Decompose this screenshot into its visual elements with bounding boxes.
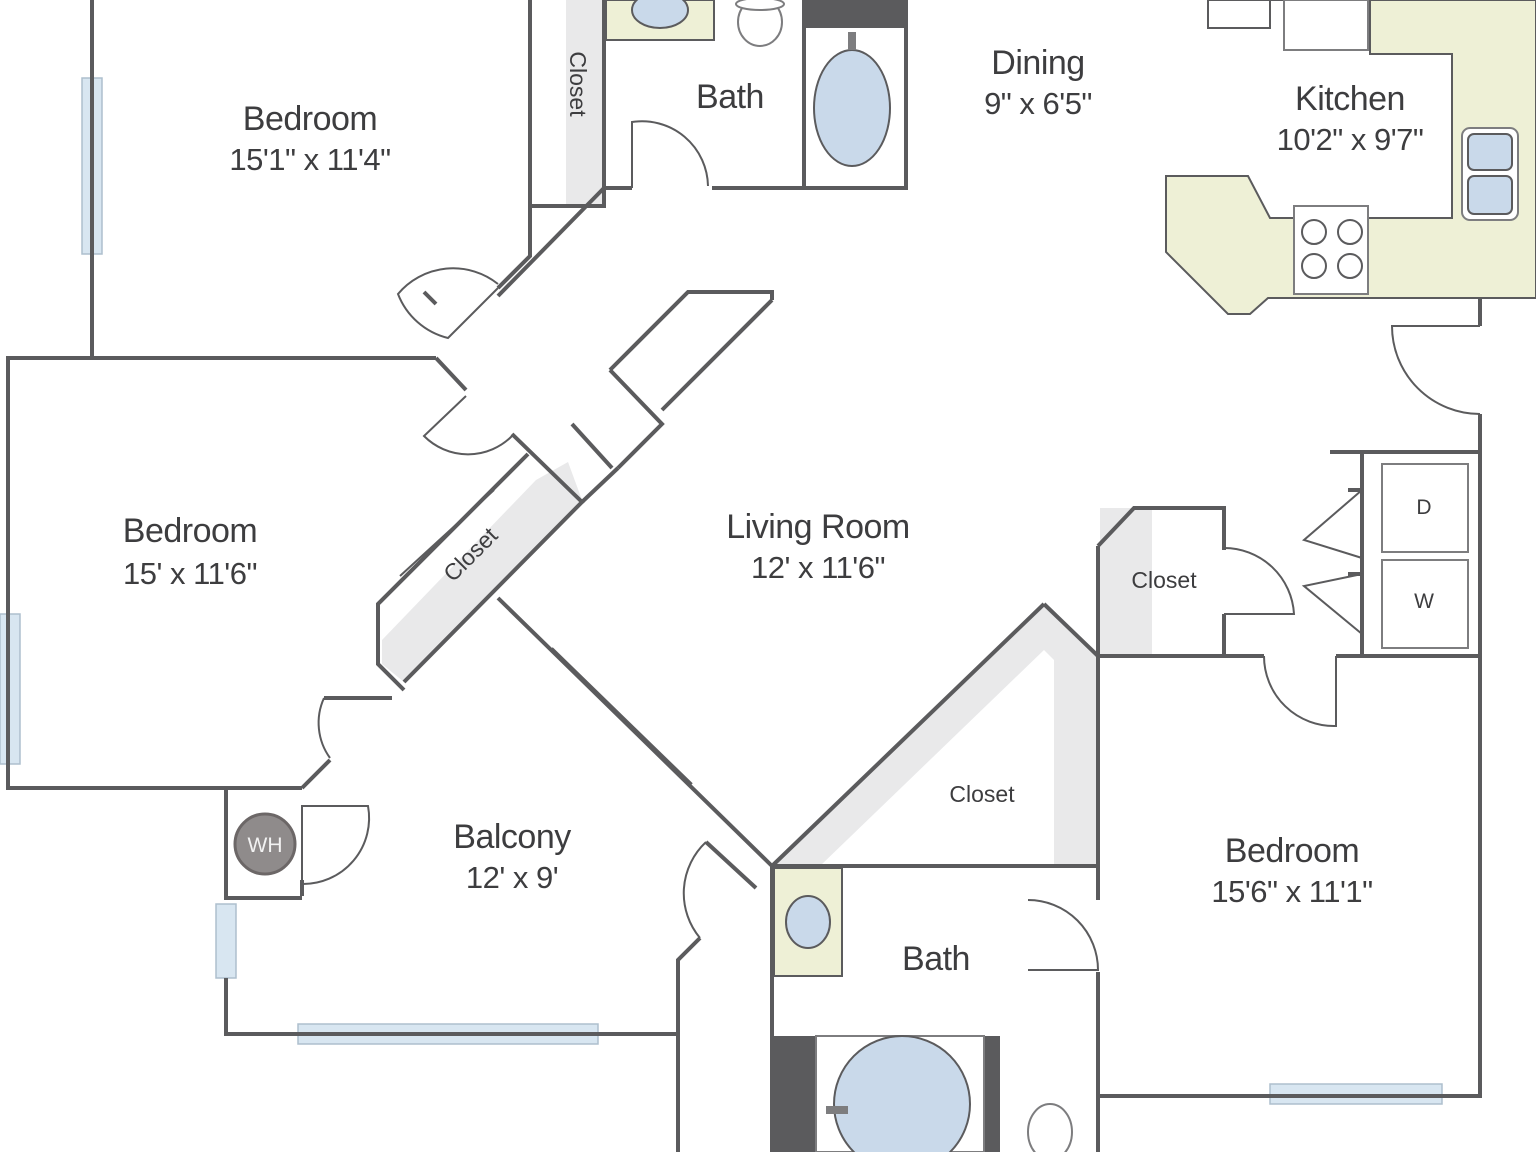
faucet bbox=[826, 1106, 848, 1114]
water-heater-icon bbox=[233, 812, 297, 876]
toilet-icon bbox=[1027, 1103, 1073, 1152]
washer-icon bbox=[1381, 559, 1469, 649]
window-icon bbox=[215, 903, 237, 979]
room-dims: 9" x 6'5" bbox=[984, 86, 1092, 121]
kitchen-counters bbox=[1165, 0, 1536, 315]
water-heater-label: WH bbox=[248, 834, 283, 857]
sink-icon bbox=[631, 0, 689, 29]
closet-fills bbox=[382, 0, 1152, 866]
door-swing-icon bbox=[1223, 546, 1296, 615]
door-swing-icon bbox=[682, 841, 707, 939]
dryer-label: D bbox=[1416, 496, 1431, 519]
room-name: Balcony bbox=[453, 818, 571, 856]
stove-icon bbox=[1293, 205, 1369, 295]
tub-edge bbox=[772, 1036, 816, 1152]
closet-label: Closet bbox=[565, 51, 591, 117]
closet-label: Closet bbox=[949, 781, 1015, 807]
left-closet-fill bbox=[382, 462, 582, 682]
tub-edge bbox=[804, 0, 906, 28]
top-closet-fill bbox=[566, 0, 602, 205]
kitchen-counter bbox=[1165, 0, 1536, 315]
door-swing-icon bbox=[1301, 489, 1363, 559]
door-swing-icon bbox=[631, 120, 709, 188]
sliding-door bbox=[399, 489, 495, 577]
washer-label: W bbox=[1414, 590, 1434, 613]
closet-label: Closet bbox=[1131, 567, 1197, 593]
door-swing-icon bbox=[301, 805, 371, 886]
dryer-icon bbox=[1381, 463, 1469, 553]
door-swing-icon bbox=[422, 395, 513, 456]
door-swing-icon bbox=[1301, 573, 1363, 635]
room-dims: 15'1" x 11'4" bbox=[229, 142, 390, 177]
room-dims: 12' x 9' bbox=[466, 860, 558, 895]
room-dims: 12' x 11'6" bbox=[751, 550, 885, 585]
refrigerator-icon bbox=[1283, 0, 1369, 51]
door-swing-icon bbox=[317, 697, 331, 759]
sink-icon bbox=[1461, 127, 1519, 221]
door-swing-icon bbox=[1027, 899, 1100, 971]
top-bath-fixtures bbox=[605, 0, 906, 167]
toilet-icon bbox=[735, 0, 785, 47]
room-name: Bedroom bbox=[123, 512, 257, 550]
room-labels: Bedroom 15'1" x 11'4" Bath Dining 9" x 6… bbox=[123, 44, 1424, 978]
laundry: D W bbox=[1381, 463, 1469, 649]
water-heater: WH bbox=[233, 812, 297, 876]
room-name: Bedroom bbox=[1225, 832, 1359, 870]
room-name: Dining bbox=[991, 44, 1084, 82]
bathtub-icon bbox=[813, 49, 891, 167]
room-dims: 15'6" x 11'1" bbox=[1211, 874, 1372, 909]
pantry-box bbox=[1207, 0, 1271, 29]
room-name: Bath bbox=[696, 78, 764, 116]
room-name: Living Room bbox=[726, 508, 909, 546]
faucet bbox=[848, 32, 856, 50]
room-name: Bath bbox=[902, 940, 970, 978]
tub-edge bbox=[984, 1036, 1000, 1152]
room-name: Kitchen bbox=[1295, 80, 1405, 118]
room-name: Bedroom bbox=[243, 100, 377, 138]
sink-icon bbox=[785, 895, 831, 949]
door-swing-icon bbox=[1390, 325, 1481, 415]
bottom-bath-fixtures bbox=[772, 867, 1073, 1152]
door-swing-icon bbox=[1263, 655, 1337, 728]
sliding-door bbox=[551, 647, 693, 785]
bathtub-icon bbox=[833, 1035, 971, 1152]
center-closet-fill bbox=[774, 606, 1096, 866]
room-dims: 10'2" x 9'7" bbox=[1277, 122, 1424, 157]
door-swing-icon bbox=[396, 267, 499, 340]
doors bbox=[301, 120, 1481, 971]
room-dims: 15' x 11'6" bbox=[123, 556, 257, 591]
